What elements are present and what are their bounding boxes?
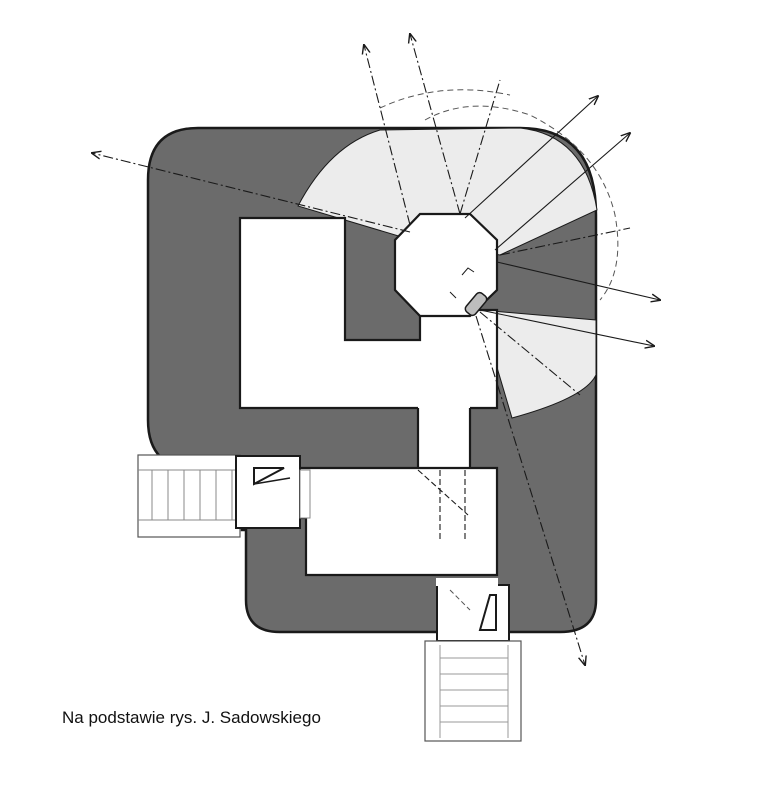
fire-line-south — [475, 315, 585, 665]
fire-line-north-1 — [364, 45, 411, 226]
fire-line-northeast-1 — [464, 96, 598, 219]
fire-lines — [92, 34, 660, 665]
bottom-stair — [424, 640, 522, 742]
turret-marks — [449, 267, 475, 299]
source-caption: Na podstawie rys. J. Sadowskiego — [62, 708, 321, 727]
sector-southeast — [479, 309, 597, 419]
range-arcs — [379, 89, 619, 301]
fire-line-northeast-2 — [494, 133, 630, 251]
fire-line-north-2 — [410, 34, 461, 215]
fire-line-east-1 — [496, 261, 660, 300]
fire-line-east-2 — [479, 309, 654, 346]
corridor — [418, 405, 470, 470]
left-doorway — [235, 455, 311, 529]
lower-room — [296, 466, 499, 577]
fire-line-southeast-1 — [479, 311, 581, 396]
observation-turret — [393, 212, 499, 318]
fire-line-north-3 — [459, 79, 501, 215]
fire-line-east-dash — [499, 227, 631, 256]
rooms — [238, 212, 499, 577]
left-stair — [137, 454, 241, 538]
bottom-doorway — [436, 584, 510, 642]
embrasure — [464, 291, 488, 317]
fire-line-west — [92, 153, 411, 233]
